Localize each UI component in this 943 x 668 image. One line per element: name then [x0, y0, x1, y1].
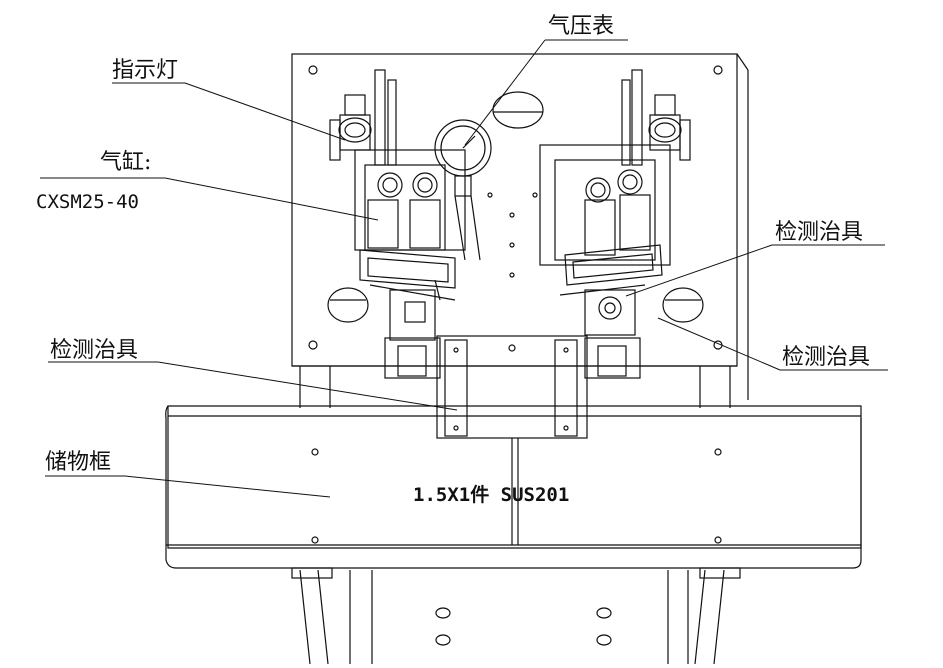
right-assembly — [539, 69, 691, 379]
left-assembly — [329, 69, 466, 379]
cylinder-label: 气缸: — [100, 150, 152, 175]
frame-legs — [291, 366, 741, 665]
pressure-gauge — [434, 119, 492, 261]
leader-lines — [40, 39, 888, 498]
back-panel — [291, 53, 749, 400]
pressure-gauge-label: 气压表 — [548, 14, 615, 39]
indicator-light-label: 指示灯 — [112, 58, 179, 83]
fixture-right-upper-label: 检测治具 — [775, 220, 864, 245]
cylinder-model-label: CXSM25-40 — [36, 191, 139, 213]
fixture-left-label: 检测治具 — [50, 338, 139, 363]
storage-box-label: 储物框 — [45, 450, 112, 475]
center-fixture — [436, 335, 588, 439]
lower-slots — [435, 607, 612, 646]
storage-box — [165, 405, 862, 569]
box-marking-text: 1.5X1件 SUS201 — [413, 484, 570, 506]
fixture-right-lower-label: 检测治具 — [782, 345, 871, 370]
